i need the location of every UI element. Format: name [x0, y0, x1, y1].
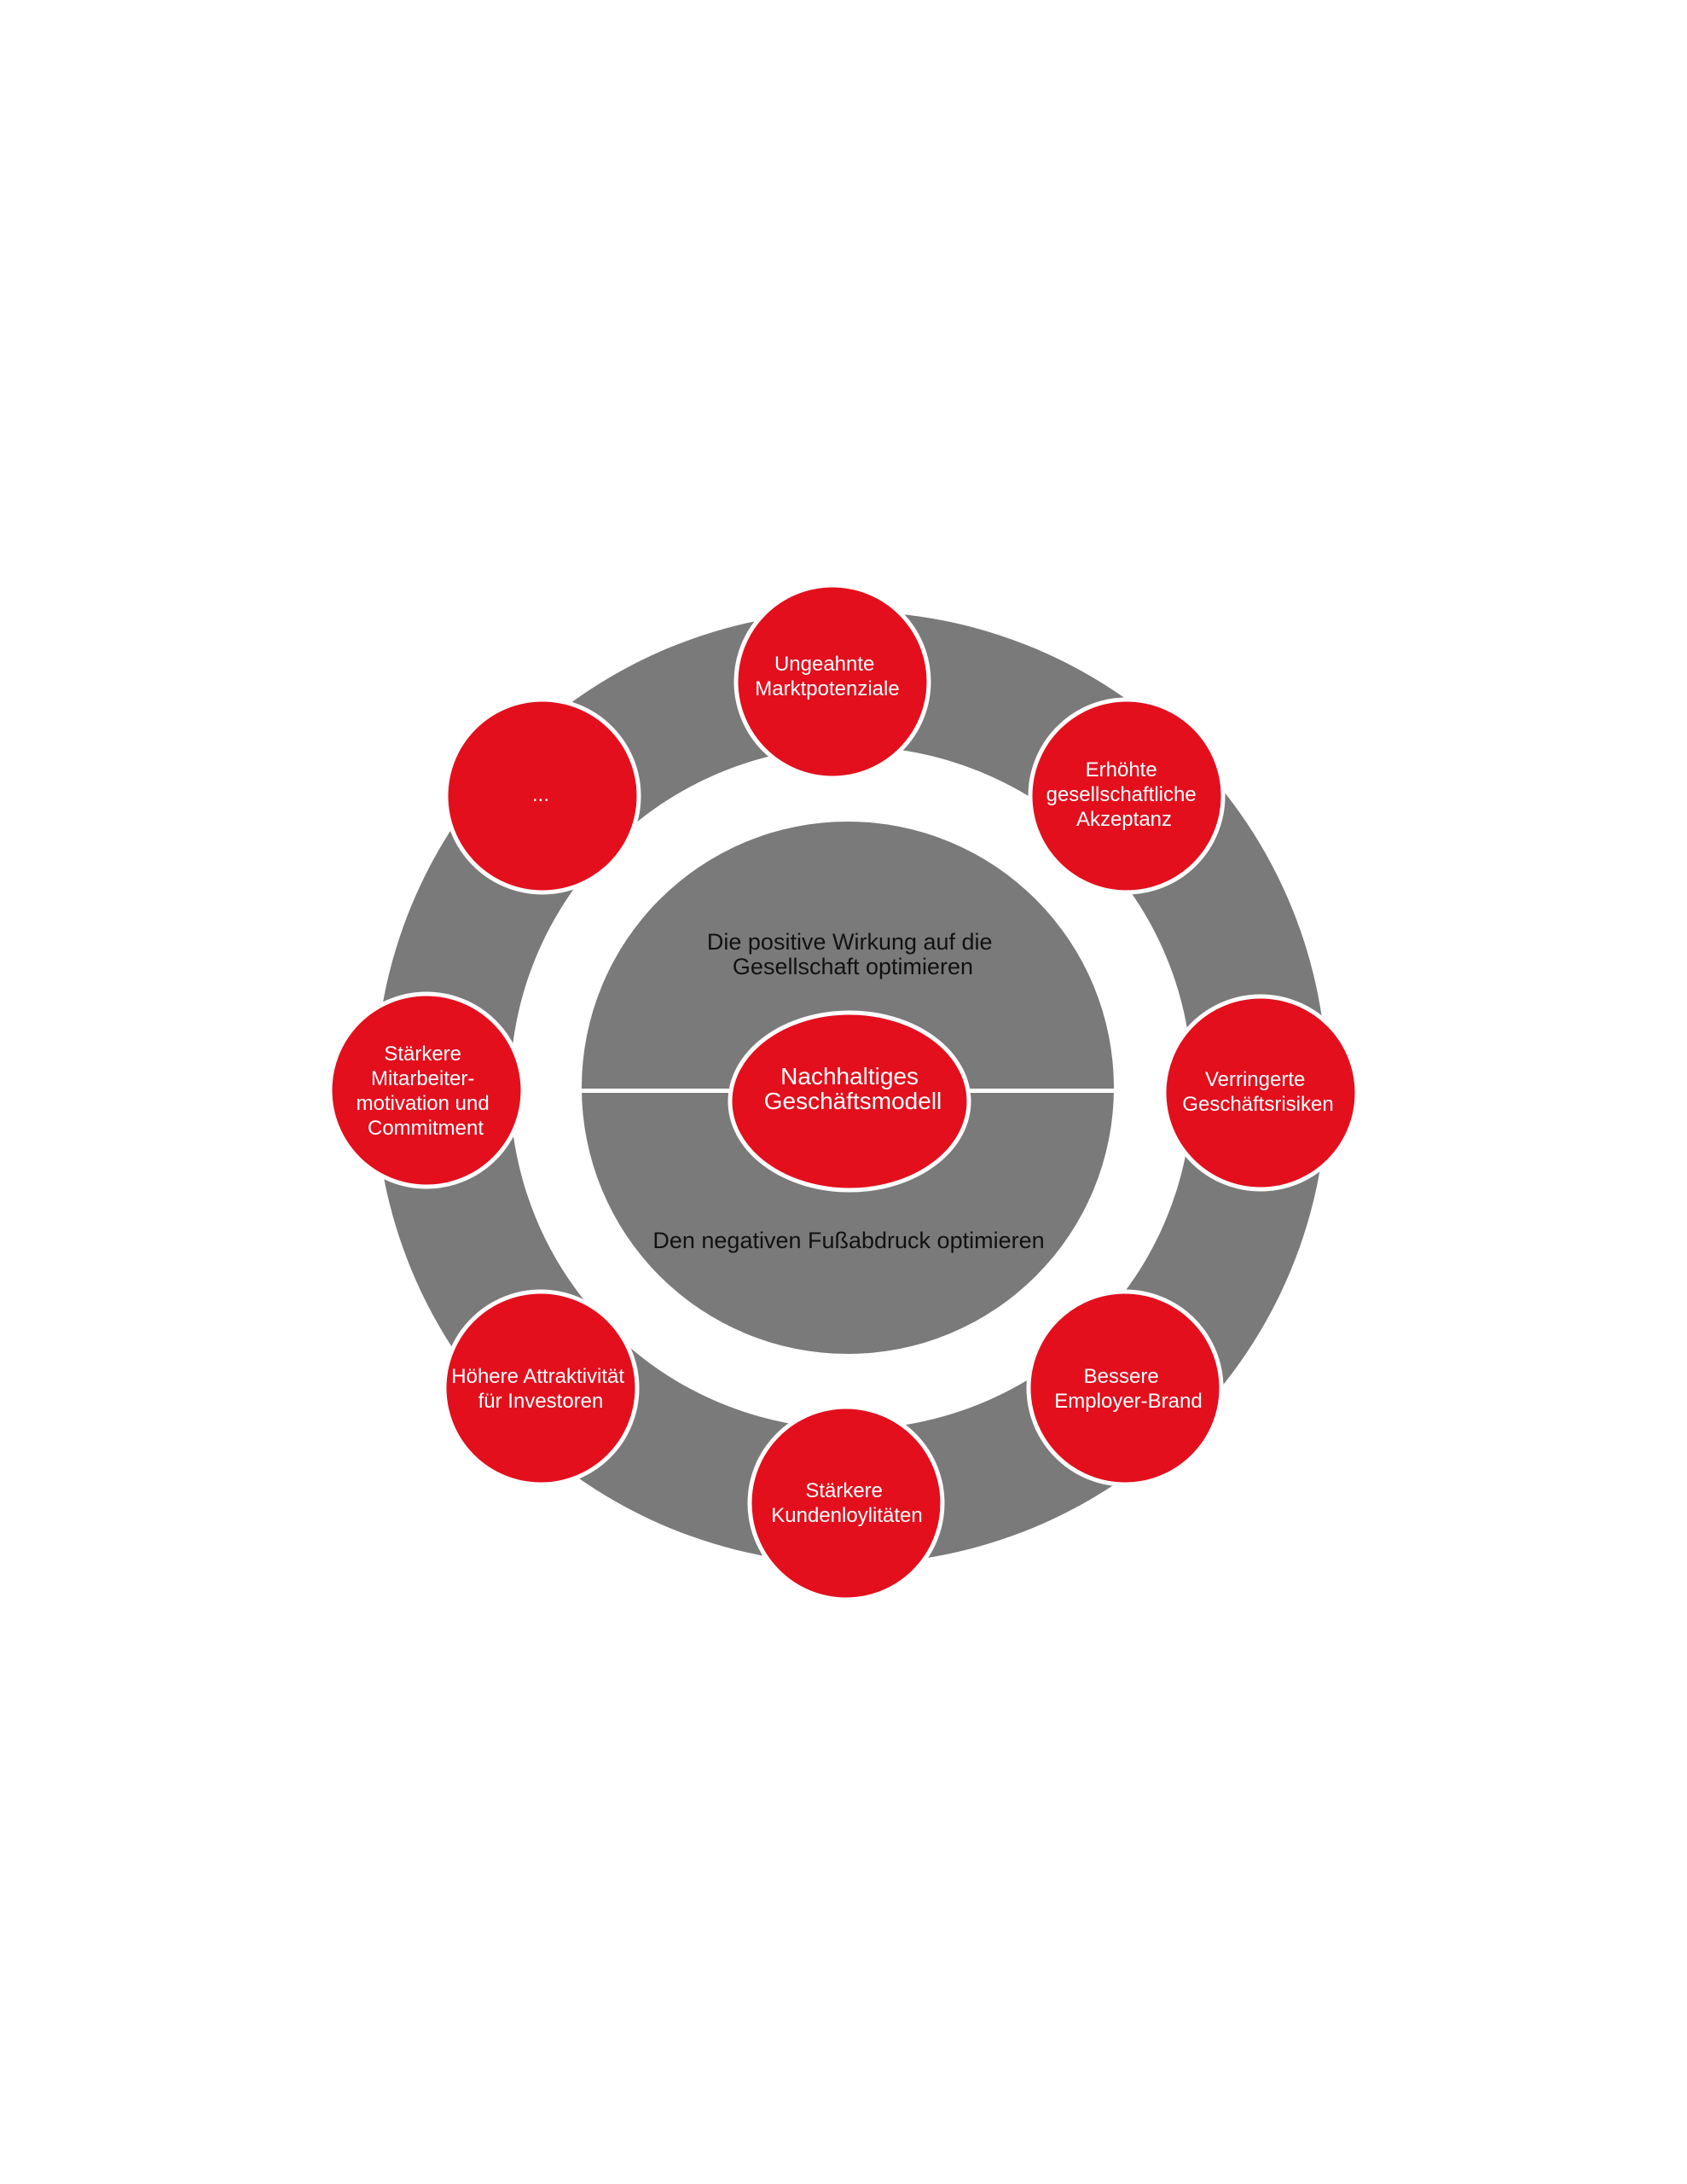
node-weitere-circle [443, 697, 641, 895]
node-employer-line-2: Employer-Brand [1054, 1390, 1202, 1413]
node-mitarbeiter-circle [328, 991, 525, 1189]
node-kunden: Stärkere Kundenloylitäten [747, 1404, 945, 1602]
node-investoren-label: Höhere Attraktivität für Investoren [451, 1365, 629, 1413]
node-mitarbeiter: Stärkere Mitarbeiter- motivation und Com… [328, 991, 525, 1189]
node-weitere-label: ... [532, 783, 549, 806]
node-kunden-line-2: Kundenloylitäten [771, 1504, 922, 1527]
center-label: Nachhaltiges Geschäftsmodell [764, 1063, 942, 1114]
inner-bottom-line-1: Den negativen Fußabdruck optimieren [652, 1228, 1044, 1253]
node-investoren-line-2: für Investoren [478, 1390, 604, 1413]
center-ellipse [728, 1010, 971, 1193]
node-risiken-line-1: Verringerte [1205, 1068, 1305, 1091]
node-employer-circle [1026, 1289, 1224, 1487]
node-akzeptanz-line-2: gesellschaftliche [1046, 783, 1197, 806]
node-risiken-line-2: Geschäftsrisiken [1182, 1093, 1333, 1116]
node-mitarbeiter-line-3: motivation und [357, 1092, 490, 1115]
inner-top-line-2: Gesellschaft optimieren [733, 954, 973, 979]
node-mitarbeiter-line-4: Commitment [368, 1117, 484, 1140]
node-investoren-line-1: Höhere Attraktivität [451, 1365, 624, 1388]
node-markt-circle [733, 583, 931, 781]
node-akzeptanz-line-1: Erhöhte [1086, 758, 1157, 781]
node-markt-label: Ungeahnte Marktpotenziale [755, 653, 899, 700]
node-mitarbeiter-label: Stärkere Mitarbeiter- motivation und Com… [357, 1043, 496, 1140]
inner-top-line-1: Die positive Wirkung auf die [707, 929, 993, 955]
node-kunden-label: Stärkere Kundenloylitäten [771, 1479, 922, 1527]
center-label-line-1: Nachhaltiges [780, 1063, 919, 1089]
node-employer-label: Bessere Employer-Brand [1054, 1365, 1202, 1413]
node-risiken-label: Verringerte Geschäftsrisiken [1182, 1068, 1333, 1116]
inner-top-label: Die positive Wirkung auf die Gesellschaf… [707, 929, 999, 979]
node-akzeptanz: Erhöhte gesellschaftliche Akzeptanz [1028, 697, 1226, 895]
node-mitarbeiter-line-2: Mitarbeiter- [371, 1067, 474, 1090]
node-investoren: Höhere Attraktivität für Investoren [442, 1289, 640, 1487]
node-kunden-circle [747, 1404, 945, 1602]
node-markt-line-1: Ungeahnte [774, 653, 874, 676]
center-node: Nachhaltiges Geschäftsmodell [728, 1010, 971, 1193]
node-markt: Ungeahnte Marktpotenziale [733, 583, 931, 781]
inner-bottom-label: Den negativen Fußabdruck optimieren [652, 1228, 1044, 1253]
node-akzeptanz-label: Erhöhte gesellschaftliche Akzeptanz [1046, 758, 1203, 831]
node-weitere-line-1: ... [532, 783, 549, 806]
node-akzeptanz-line-3: Akzeptanz [1076, 808, 1172, 831]
node-employer-line-1: Bessere [1084, 1365, 1159, 1388]
node-kunden-line-1: Stärkere [805, 1479, 883, 1502]
node-weitere: ... [443, 697, 641, 895]
node-akzeptanz-circle [1028, 697, 1226, 895]
node-mitarbeiter-line-1: Stärkere [384, 1043, 461, 1066]
node-investoren-circle [442, 1289, 640, 1487]
center-label-line-2: Geschäftsmodell [764, 1088, 942, 1114]
node-employer: Bessere Employer-Brand [1026, 1289, 1224, 1487]
node-risiken-circle [1162, 994, 1359, 1192]
node-markt-line-2: Marktpotenziale [755, 677, 899, 700]
node-risiken: Verringerte Geschäftsrisiken [1162, 994, 1359, 1192]
